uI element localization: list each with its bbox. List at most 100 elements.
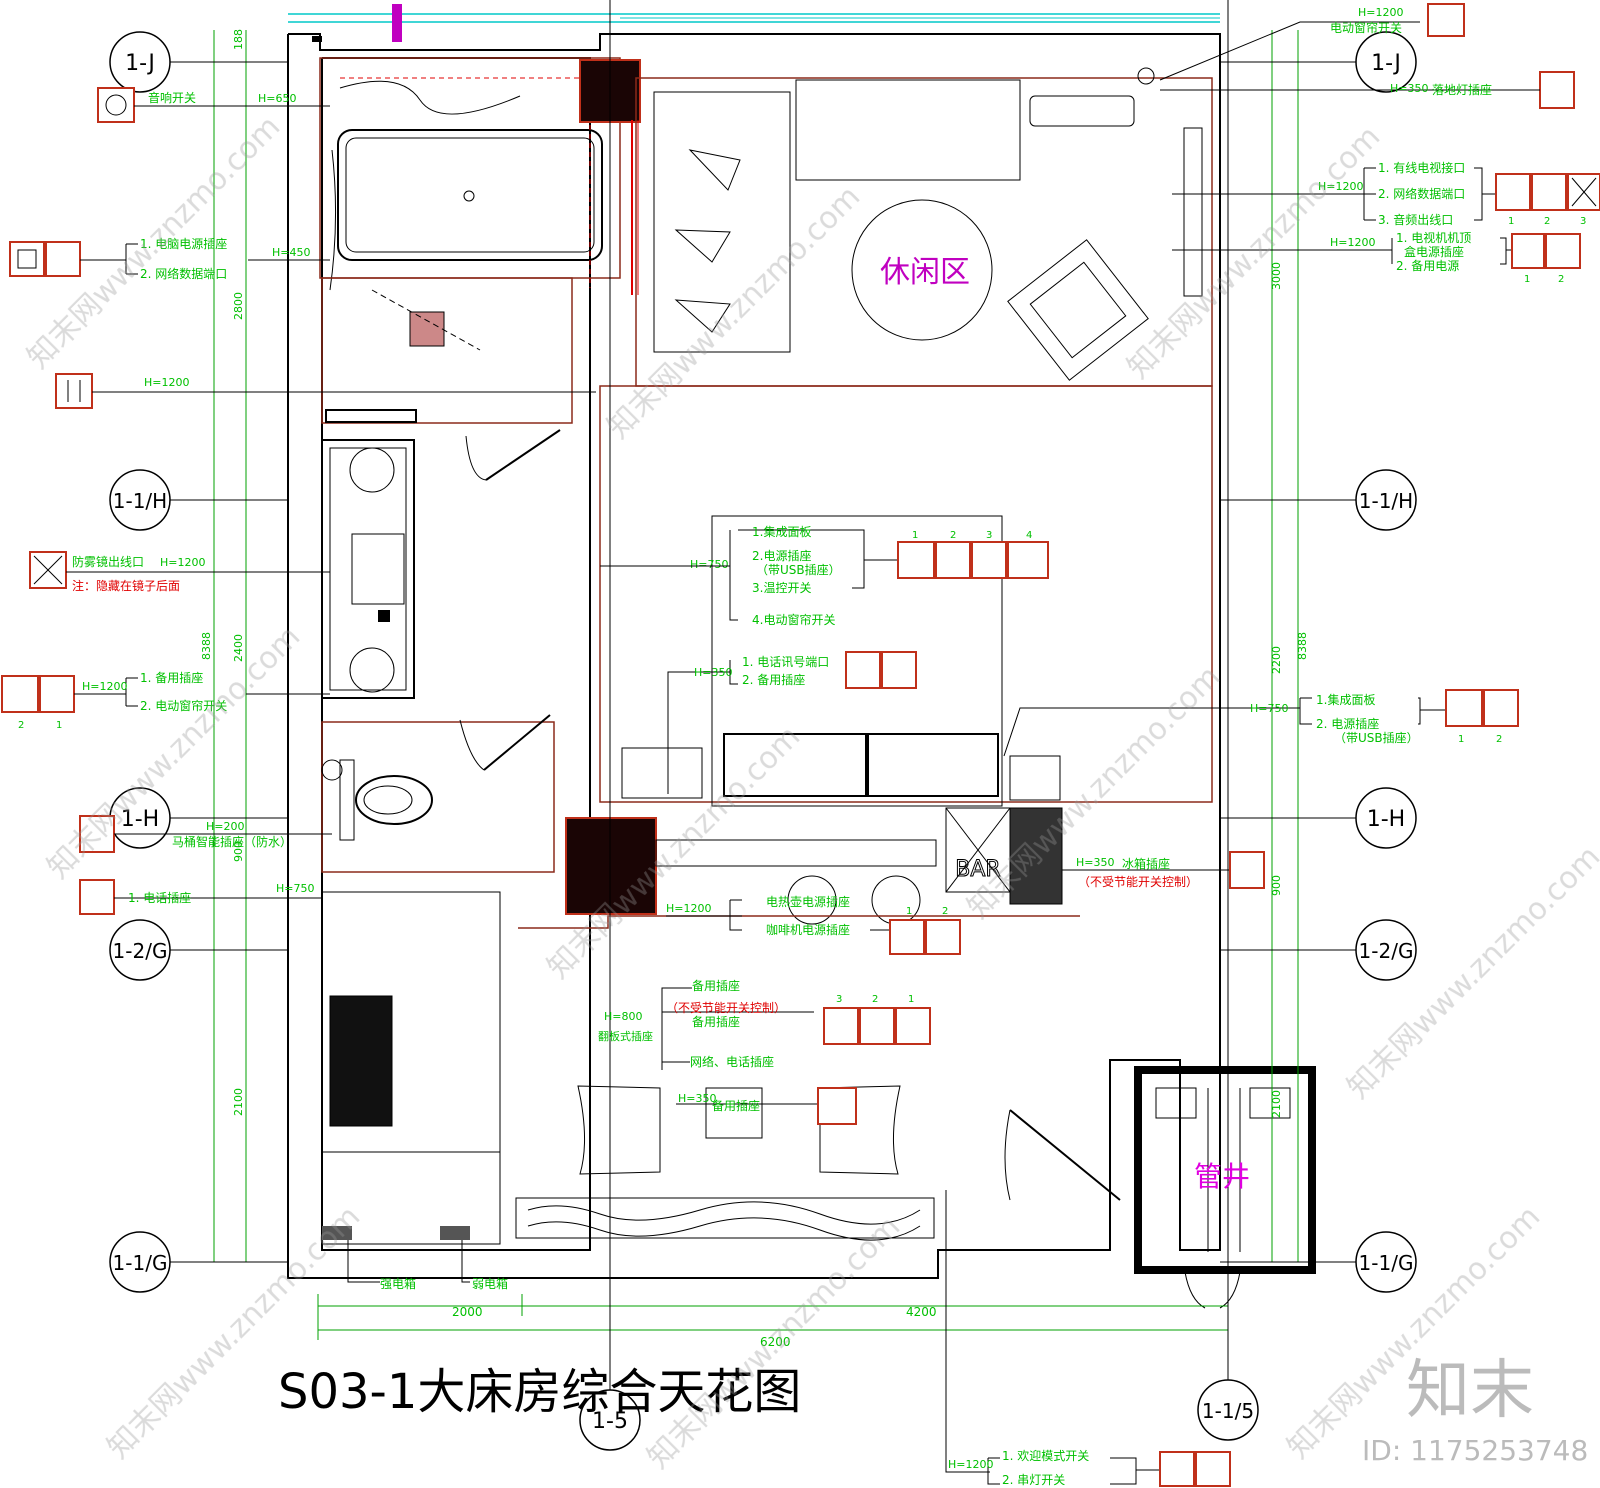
axis-label: 1-1/G: [113, 1251, 168, 1275]
toilet: [321, 721, 555, 873]
socket-number: 4: [1026, 530, 1032, 541]
annotation-tv3: 3. 音频出线口: [1378, 212, 1453, 227]
annotation-tvbox1: 1. 电视机机顶: [1396, 230, 1471, 245]
socket-number: 3: [836, 994, 842, 1005]
annotation-right2b: （带USB插座）: [1334, 730, 1419, 745]
annotation-tvbox2: 2. 备用电源: [1396, 259, 1459, 273]
annotation-network-data: 2. 网络数据端口: [140, 266, 227, 281]
socket-number: 1: [912, 530, 918, 541]
axis-label: 1-1/H: [1359, 489, 1413, 513]
annotation-phone2: 2. 备用插座: [742, 672, 805, 687]
dimension-text: 900: [232, 841, 245, 862]
socket-number: 2: [1558, 274, 1564, 285]
annotation-tv1: 1. 有线电视接口: [1378, 160, 1465, 175]
height-mark: H=1200: [160, 556, 205, 569]
drawing-title: S03-1大床房综合天花图: [278, 1364, 801, 1420]
room-shaft-label: 管井: [1194, 1160, 1250, 1193]
dimension-text: 2100: [1270, 1090, 1283, 1118]
height-mark: H=1200: [1330, 236, 1375, 249]
annotation-toilet-socket: 马桶智能插座（防水）: [172, 834, 292, 849]
height-mark: H=750: [1250, 702, 1288, 715]
dimension-text: 2100: [232, 1088, 245, 1116]
axis-label: 1-2/G: [1359, 939, 1414, 963]
annotation-audio-switch: 音响开关: [148, 90, 196, 105]
axis-label: 1-1/H: [113, 489, 167, 513]
axis-label: 1-J: [1371, 51, 1401, 76]
socket-number: 3: [1580, 216, 1586, 227]
annotation-bed1: 1.集成面板: [752, 524, 811, 539]
annotation-curtain-switch: 2. 电动窗帘开关: [140, 698, 227, 713]
annotation-curtain-switch-top: 电动窗帘开关: [1330, 20, 1402, 35]
socket-number: 2: [942, 906, 948, 917]
height-mark: H=350: [678, 1092, 716, 1105]
annotation-desk-spare: 备用插座: [692, 978, 740, 993]
pipe-shaft: [1134, 1066, 1316, 1274]
watermark-diagonal: 知末网www.znzmo.com: [641, 1209, 907, 1475]
height-mark: H=650: [258, 92, 296, 105]
right-annotations: H=1200 电动窗帘开关 H=350 落地灯插座 H=1200 1. 有线电视…: [598, 3, 1600, 1487]
height-mark: H=1200: [144, 376, 189, 389]
socket-number: 3: [986, 530, 992, 541]
socket-number: 1: [1524, 274, 1530, 285]
annotation-phone-socket: 1. 电话插座: [128, 890, 191, 905]
socket-number: 1: [1508, 216, 1514, 227]
height-mark: H=750: [276, 882, 314, 895]
dimension-text: 2400: [232, 634, 245, 662]
axis-label: 1-J: [125, 51, 155, 76]
height-mark: H=750: [690, 558, 728, 571]
height-mark: H=1200: [666, 902, 711, 915]
annotation-weak-box: 弱电箱: [472, 1276, 508, 1291]
axis-label: 1-2/G: [113, 939, 168, 963]
socket-number: 2: [872, 994, 878, 1005]
annotation-fridge: 冰箱插座: [1122, 856, 1170, 871]
socket-number: 1: [908, 994, 914, 1005]
socket-number: 2: [1544, 216, 1550, 227]
annotation-antifog: 防雾镜出线口: [72, 554, 144, 569]
annotation-desk-spare2: 备用插座: [692, 1014, 740, 1029]
room-bar-label: BAR: [955, 857, 1000, 882]
height-mark: H=350: [1390, 82, 1428, 95]
height-mark: H=450: [272, 246, 310, 259]
socket-number: 1: [56, 720, 62, 731]
annotation-desk-note: （不受节能开关控制）: [666, 1001, 786, 1015]
dimension-text: 8388: [1296, 632, 1309, 660]
dimension-text: 6200: [760, 1335, 791, 1349]
annotation-phone1: 1. 电话讯号端口: [742, 655, 829, 669]
dimension-text: 3000: [1270, 262, 1283, 290]
axis-label: 1-1/5: [1202, 1399, 1254, 1423]
annotation-right2: 2. 电源插座: [1316, 716, 1379, 731]
height-mark: H=350: [694, 666, 732, 679]
height-mark: H=1200: [1318, 180, 1363, 193]
watermark-diagonal: 知末网www.znzmo.com: [1121, 119, 1387, 385]
socket-number: 2: [18, 720, 24, 731]
dimension-text: 188: [232, 29, 245, 50]
annotation-bed2: 2.电源插座: [752, 548, 811, 563]
annotation-bed4: 4.电动窗帘开关: [752, 612, 835, 627]
height-mark: H=1200: [82, 680, 127, 693]
dimension-texts: 188 2800 2400 900 2100 8388 3000 2200 90…: [200, 29, 1309, 1349]
vanity: [321, 439, 415, 699]
annotation-fridge-note: （不受节能开关控制）: [1078, 875, 1198, 889]
axis-label: 1-1/G: [1359, 1251, 1414, 1275]
socket-number: 2: [950, 530, 956, 541]
watermark-id: ID: 1175253748: [1362, 1434, 1588, 1467]
axis-label: 1-H: [121, 807, 159, 832]
watermark-diagonal: 知末网www.znzmo.com: [601, 179, 867, 445]
height-mark: H=1200: [948, 1458, 993, 1471]
wardrobe: [321, 891, 501, 1245]
annotation-welcome: 1. 欢迎模式开关: [1002, 1448, 1089, 1463]
window-glazing: [288, 4, 1220, 42]
dimension-text: 8388: [200, 632, 213, 660]
height-mark: H=200: [206, 820, 244, 833]
watermark-brand: 知末: [1406, 1354, 1534, 1428]
dimension-text: 4200: [906, 1305, 937, 1319]
dimension-text: 2000: [452, 1305, 483, 1319]
annotation-tvbox1b: 盒电源插座: [1404, 244, 1464, 259]
desk-area: [515, 915, 1080, 1241]
annotation-strong-box: 强电箱: [380, 1276, 416, 1291]
bedroom-area: [599, 385, 1213, 807]
annotation-pc-power: 1. 电脑电源插座: [140, 236, 227, 251]
bathtub-area: [319, 57, 641, 295]
dimension-text: 2200: [1270, 646, 1283, 674]
